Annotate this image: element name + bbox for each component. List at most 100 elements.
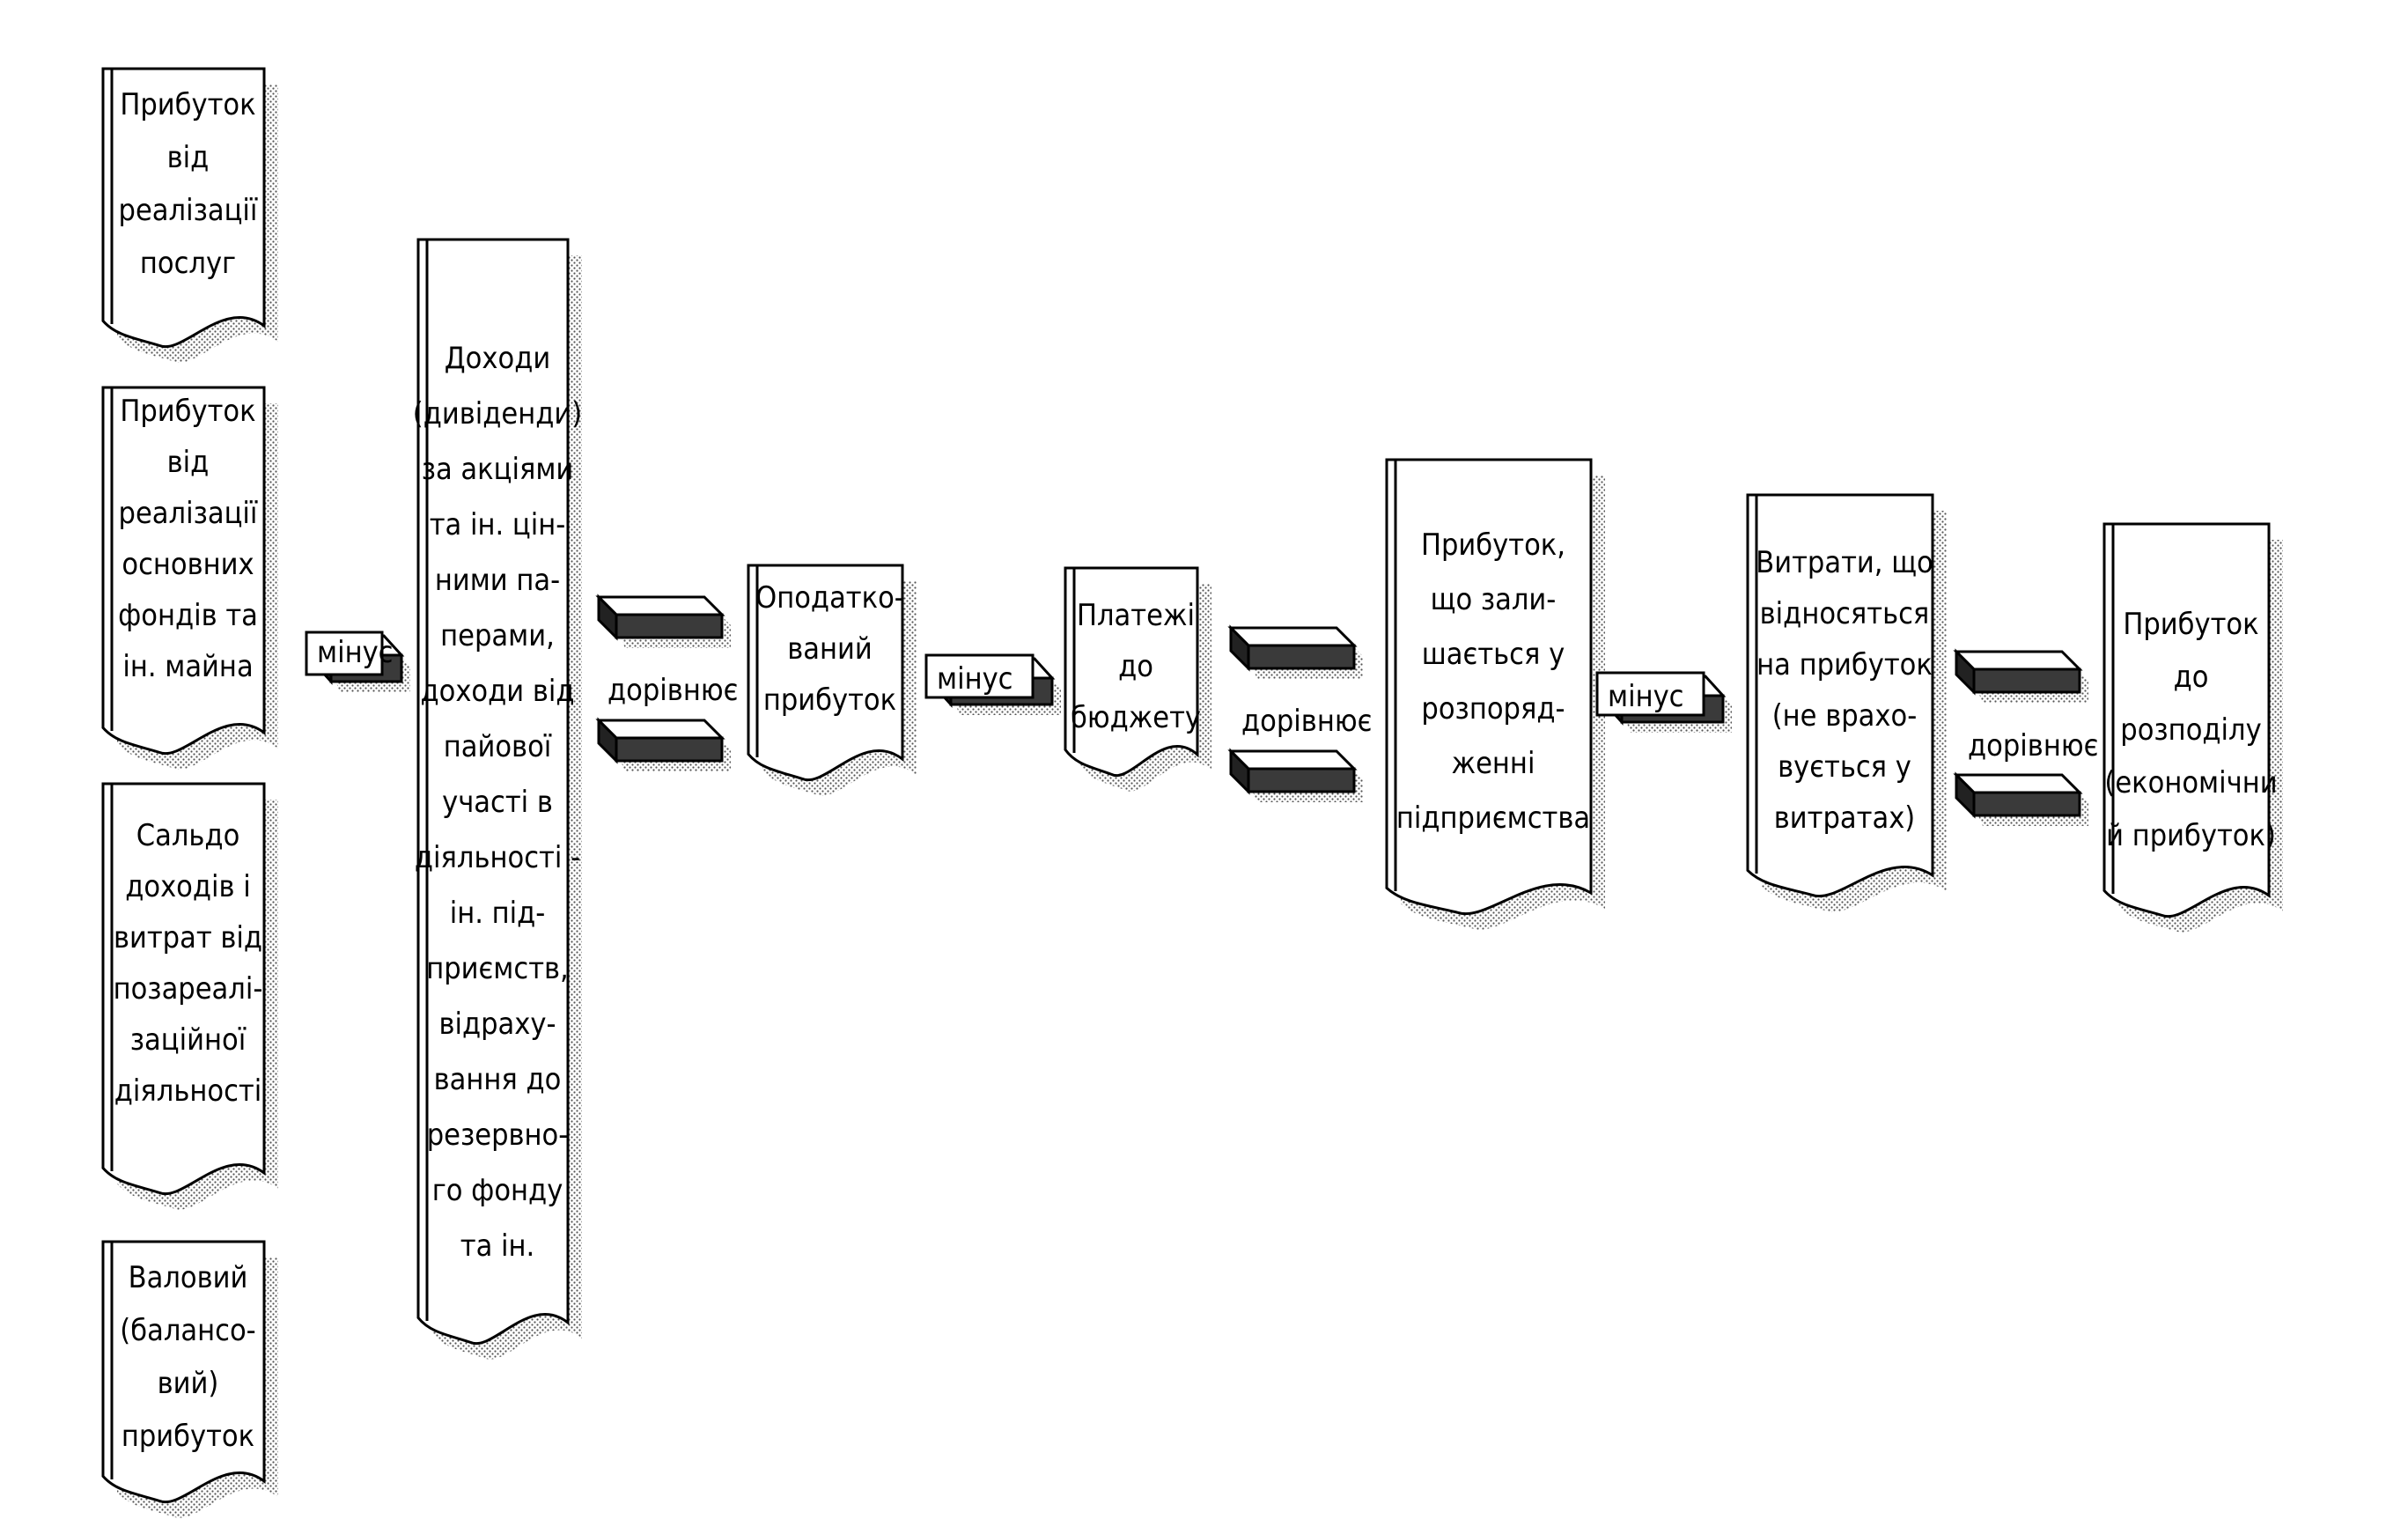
- node-text-line: до: [1118, 649, 1153, 684]
- operator-block-top: [1227, 749, 1358, 771]
- node-text-line: вий): [158, 1366, 219, 1401]
- node-text-line: основних: [122, 547, 254, 582]
- operator-label: мінус: [937, 661, 1013, 697]
- operator-block-front: [1972, 667, 2081, 694]
- node-document-shape: [101, 67, 266, 349]
- node-document-shape: [1746, 493, 1934, 898]
- operator-block: [1227, 748, 1363, 802]
- operator-block-side: [1229, 748, 1250, 795]
- node-text-line: реалізації: [119, 193, 258, 228]
- operator-label: мінус: [317, 635, 394, 670]
- node-text-line: підприємства: [1396, 800, 1590, 836]
- node-text-line: Прибуток,: [1421, 527, 1565, 563]
- node-text-line: (не врахо-: [1772, 698, 1918, 734]
- operator-label: дорівнює: [608, 673, 738, 708]
- operator-minus: мінус: [1595, 671, 1732, 733]
- node-text-line: перами,: [440, 618, 555, 653]
- node-text-line: від: [167, 140, 210, 175]
- node-text-line: (економічни: [2104, 765, 2277, 800]
- node-text-line: Доходи: [445, 341, 550, 376]
- node-document-shape: [416, 238, 570, 1346]
- node-text-line: Прибуток: [120, 87, 255, 122]
- node-text-line: ін. під-: [450, 896, 546, 931]
- node-text-line: (балансо-: [120, 1313, 255, 1348]
- node-document-shape: [747, 564, 904, 782]
- node-text-line: відносяться: [1760, 596, 1930, 631]
- operator-block: [1953, 771, 2088, 826]
- operator-equals: дорівнює: [1227, 624, 1372, 802]
- node-document-shape: [1385, 458, 1593, 916]
- node-text-line: що зали-: [1431, 582, 1557, 617]
- node-text-line: розпоряд-: [1421, 691, 1565, 726]
- node-text-line: відраху-: [438, 1007, 556, 1042]
- node-text-line: резервно-: [427, 1117, 569, 1153]
- node-text-line: на прибуток: [1756, 647, 1933, 682]
- node-retained: Прибуток, що зали-шається у розпоряд-женні…: [1385, 458, 1605, 930]
- node-text-line: діяльності: [114, 1073, 261, 1109]
- operator-block: [1227, 624, 1363, 679]
- operator-block: [1953, 648, 2088, 703]
- operator-block-side: [597, 594, 618, 641]
- node-sales_profit: Прибуток від реалізації послуг: [101, 67, 278, 363]
- node-text-line: Прибуток: [2123, 607, 2258, 642]
- operator-block-top: [595, 595, 725, 616]
- operator-block-side: [1955, 771, 1976, 819]
- operator-block-side: [597, 717, 618, 764]
- node-text-line: до: [2174, 660, 2209, 695]
- operator-equals: дорівнює: [1953, 648, 2098, 826]
- node-text-line: Оподатко-: [755, 580, 904, 616]
- operator-block-side: [1229, 624, 1250, 672]
- node-text-line: го фонду: [432, 1173, 563, 1208]
- node-text-line: заційної: [130, 1022, 247, 1058]
- node-text-line: участі в: [442, 785, 553, 820]
- node-text-line: вується у: [1778, 749, 1911, 785]
- node-text-line: розподілу: [2120, 712, 2261, 748]
- node-text-line: реалізації: [119, 496, 258, 531]
- node-text-line: шається у: [1422, 637, 1565, 672]
- operator-block-top: [1227, 626, 1358, 647]
- node-text-line: ними па-: [435, 563, 560, 598]
- operator-block-front: [1247, 767, 1356, 793]
- operator-label: мінус: [1608, 679, 1684, 714]
- operator-block-top: [595, 719, 725, 740]
- operator-label-box: [1595, 671, 1705, 717]
- operator-block-front: [1247, 644, 1356, 670]
- node-text-line: за акціями: [422, 452, 574, 487]
- operator-block-top: [1953, 650, 2083, 671]
- node-text-line: женні: [1452, 746, 1535, 781]
- node-document-shape: [2102, 522, 2271, 918]
- node-text-line: доходи від: [420, 674, 574, 709]
- node-text-line: прибуток: [122, 1419, 254, 1454]
- operator-label-box: [305, 631, 384, 676]
- node-text-line: ваний: [787, 631, 873, 667]
- node-text-line: вання до: [434, 1062, 562, 1097]
- operator-block: [595, 594, 731, 648]
- node-text-line: діяльності -: [415, 840, 580, 875]
- node-text-line: та ін.: [460, 1228, 535, 1264]
- node-gross_profit: Валовий(балансо-вий)прибуток: [101, 1240, 278, 1518]
- node-text-line: витратах): [1774, 800, 1915, 836]
- node-text-line: позареалі-: [114, 971, 263, 1007]
- operator-block-top: [1953, 773, 2083, 794]
- operator-label-box: [924, 653, 1035, 699]
- node-text-line: ін. майна: [122, 649, 253, 684]
- node-document-shape: [101, 782, 266, 1196]
- node-text-line: послуг: [140, 246, 236, 281]
- node-text-line: (дивіденди): [413, 396, 582, 431]
- operator-minus: мінус: [924, 653, 1061, 715]
- node-text-line: пайової: [444, 729, 552, 764]
- operator-block: [595, 717, 731, 771]
- node-text-line: приємств,: [426, 951, 569, 986]
- operator-minus: мінус: [305, 631, 410, 692]
- node-text-line: витрат від: [114, 920, 262, 955]
- operator-block-front: [615, 613, 724, 639]
- operator-block-front: [615, 736, 724, 763]
